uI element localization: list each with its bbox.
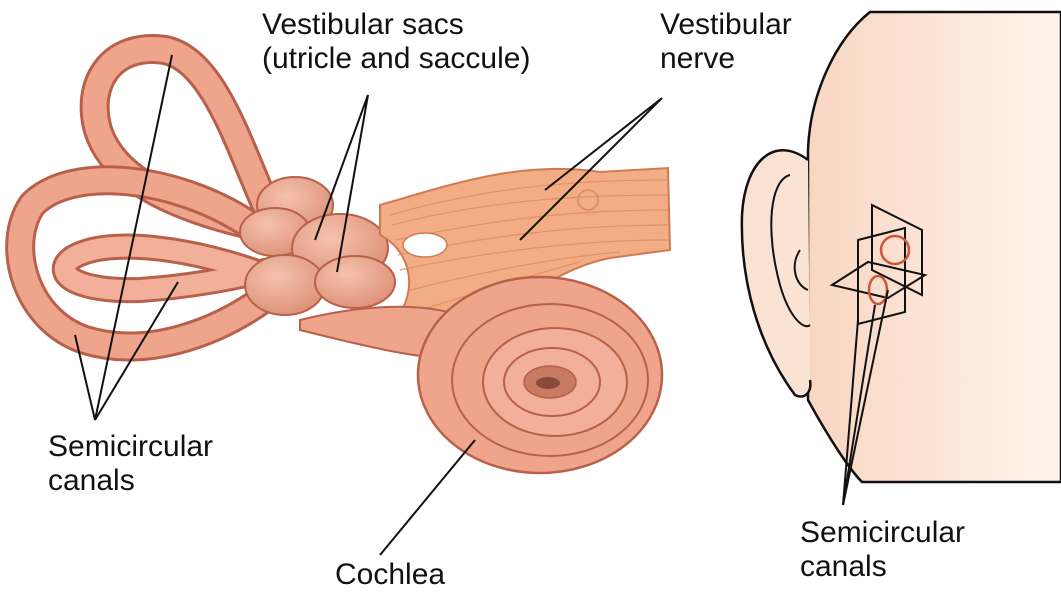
semicircular-canals-right-label-line1: Semicircular [800, 516, 965, 550]
vestibular-nerve-label-line1: Vestibular [660, 8, 792, 42]
semicircular-canals-right-label-line2: canals [800, 550, 965, 584]
cochlea-label: Cochlea [335, 558, 445, 592]
vestibular-sacs-shape [240, 177, 395, 315]
ear-icon [742, 150, 810, 396]
semicircular-canals-left-label: Semicircular canals [48, 430, 213, 498]
vestibular-sacs-label-line2: (utricle and saccule) [262, 42, 530, 76]
semicircular-canals-left-label-line2: canals [48, 464, 213, 498]
vestibular-nerve-label-line2: nerve [660, 42, 792, 76]
semicircular-canals-left-label-line1: Semicircular [48, 430, 213, 464]
vestibular-sacs-label: Vestibular sacs (utricle and saccule) [262, 8, 530, 76]
cochlea-label-line1: Cochlea [335, 558, 445, 592]
vestibular-nerve-label: Vestibular nerve [660, 8, 792, 76]
semicircular-canals-right-label: Semicircular canals [800, 516, 965, 584]
semicircular-canals-left-shape [20, 49, 270, 346]
head-profile-icon [808, 12, 1061, 482]
vestibular-sacs-label-line1: Vestibular sacs [262, 8, 530, 42]
